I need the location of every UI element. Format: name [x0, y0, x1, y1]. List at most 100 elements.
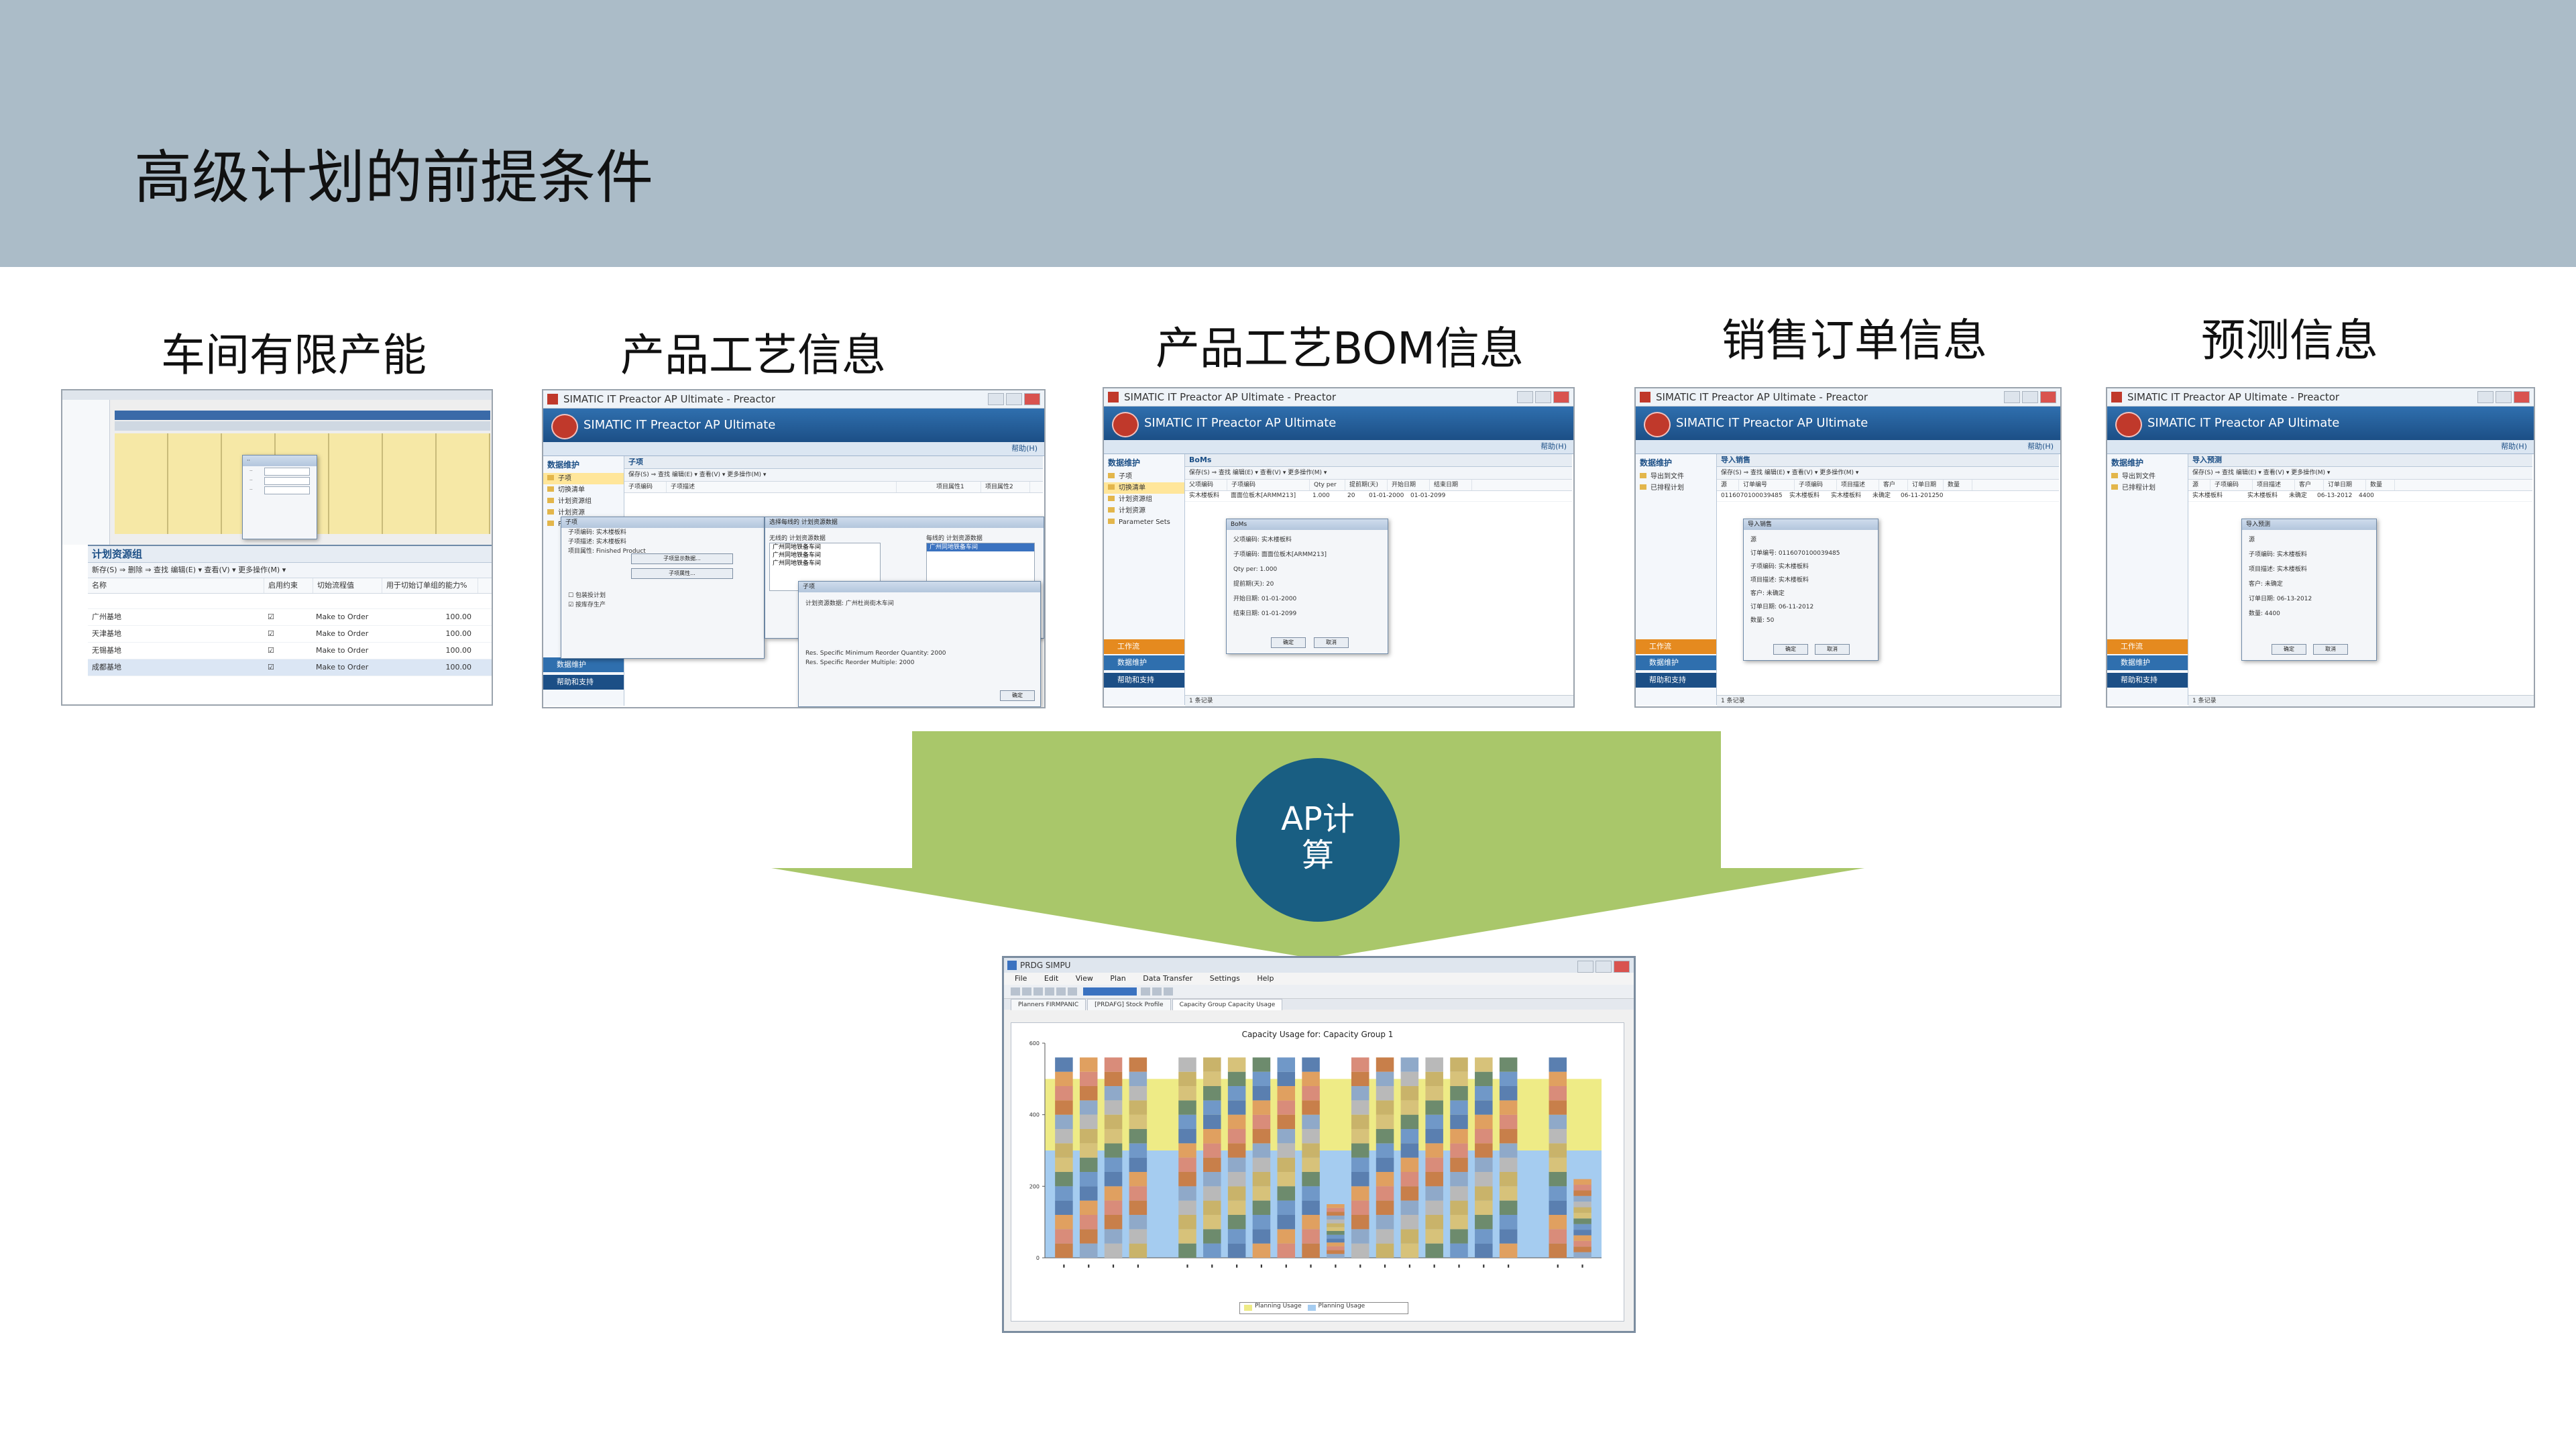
help-link[interactable]: 帮助(H) — [543, 442, 1044, 456]
grid-toolbar[interactable]: 保存(S) ⇒ 查找 编辑(E) ▾ 查看(V) ▾ 更多操作(M) ▾ — [2188, 467, 2532, 480]
checkbox-plan[interactable]: ☐ 包装投计划 — [568, 592, 606, 599]
grid-toolbar[interactable]: 保存(S) ⇒ 查找 编辑(E) ▾ 查看(V) ▾ 更多操作(M) ▾ — [624, 469, 1043, 482]
minimize-icon[interactable] — [2477, 391, 2494, 403]
capacity-bar[interactable] — [1376, 1057, 1394, 1258]
nav-help-support[interactable]: 帮助和支持 — [543, 675, 624, 690]
capacity-bar[interactable] — [1475, 1057, 1493, 1258]
maximize-icon[interactable] — [1595, 961, 1612, 973]
ok-button[interactable]: 确定 — [1000, 690, 1035, 701]
item-properties-button[interactable]: 子项属性... — [631, 568, 733, 579]
nav-help-support[interactable]: 帮助和支持 — [1104, 673, 1184, 688]
redo-icon[interactable] — [1068, 987, 1077, 996]
menu-plan[interactable]: Plan — [1110, 974, 1126, 983]
tab-stock-profile[interactable]: [PRDAFG] Stock Profile — [1087, 999, 1171, 1010]
panel-toolbar[interactable]: 新存(S) ⇒ 删除 ⇒ 查找 编辑(E) ▾ 查看(V) ▾ 更多操作(M) … — [88, 563, 492, 578]
capacity-bar[interactable] — [1499, 1057, 1518, 1258]
maximize-icon[interactable] — [1006, 393, 1022, 405]
nav-help-support[interactable]: 帮助和支持 — [1636, 673, 1716, 688]
plan-selector[interactable] — [1083, 987, 1137, 996]
menu-file[interactable]: File — [1015, 974, 1027, 983]
save-icon[interactable] — [1033, 987, 1043, 996]
checkbox-make-to-stock[interactable]: ☑ 按库存生产 — [568, 602, 606, 608]
bar-segment — [1400, 1129, 1419, 1144]
capacity-bar[interactable] — [1055, 1057, 1073, 1258]
delete-icon[interactable] — [1045, 987, 1054, 996]
help-link[interactable]: 帮助(H) — [1104, 440, 1573, 454]
bar-segment — [1252, 1086, 1271, 1101]
capacity-bar[interactable] — [1450, 1057, 1468, 1258]
maximize-icon[interactable] — [2022, 391, 2038, 403]
ok-button[interactable]: 确定 — [1271, 637, 1306, 648]
capacity-bar[interactable] — [1277, 1057, 1296, 1258]
close-icon[interactable] — [1553, 391, 1569, 403]
nav-data-maintenance[interactable]: 数据维护 — [1636, 655, 1716, 670]
capacity-bar[interactable] — [1327, 1204, 1345, 1258]
menu-edit[interactable]: Edit — [1044, 974, 1059, 983]
tab-planners[interactable]: Planners FIRMPANIC — [1011, 999, 1086, 1010]
capacity-bar[interactable] — [1549, 1057, 1567, 1258]
cancel-button[interactable]: 取消 — [2313, 644, 2348, 655]
cancel-button[interactable]: 取消 — [1815, 644, 1850, 655]
grid-toolbar[interactable]: 保存(S) ⇒ 查找 编辑(E) ▾ 查看(V) ▾ 更多操作(M) ▾ — [1717, 467, 2059, 480]
help-link[interactable]: 帮助(H) — [2107, 440, 2534, 454]
capacity-bar[interactable] — [1573, 1179, 1591, 1258]
nav-item-items[interactable]: 子项 — [543, 473, 624, 484]
capacity-usage-window: PRDG SIMPU File Edit View Plan Data Tran… — [1002, 956, 1636, 1333]
menu-data-transfer[interactable]: Data Transfer — [1143, 974, 1193, 983]
new-icon[interactable] — [1011, 987, 1020, 996]
nav-item-resource-group[interactable]: 计划资源组 — [543, 496, 624, 507]
minimize-icon[interactable] — [2004, 391, 2020, 403]
nav-workflow[interactable]: 工作流 — [1636, 639, 1716, 654]
nav-workflow[interactable]: 工作流 — [1104, 639, 1184, 654]
capacity-bar[interactable] — [1252, 1057, 1271, 1258]
item-display-data-button[interactable]: 子项显示数据... — [631, 553, 733, 564]
capacity-bar[interactable] — [1178, 1057, 1196, 1258]
capacity-bar[interactable] — [1425, 1057, 1443, 1258]
capacity-bar[interactable] — [1400, 1057, 1419, 1258]
capacity-bar[interactable] — [1104, 1057, 1123, 1258]
nav-data-maintenance[interactable]: 数据维护 — [2107, 655, 2188, 670]
close-icon[interactable] — [2514, 391, 2530, 403]
minimize-icon[interactable] — [1577, 961, 1593, 973]
maximize-icon[interactable] — [1535, 391, 1551, 403]
nav-help-support[interactable]: 帮助和支持 — [2107, 673, 2188, 688]
zoom-out-icon[interactable] — [1152, 987, 1162, 996]
zoom-in-icon[interactable] — [1141, 987, 1150, 996]
menu-settings[interactable]: Settings — [1209, 974, 1240, 983]
capacity-bar[interactable] — [1302, 1057, 1320, 1258]
nav-data-maintenance[interactable]: 数据维护 — [1104, 655, 1184, 670]
close-icon[interactable] — [2040, 391, 2056, 403]
capacity-bar[interactable] — [1129, 1057, 1147, 1258]
nav-item-resource[interactable]: 计划资源 — [543, 507, 624, 519]
menu-help[interactable]: Help — [1257, 974, 1274, 983]
undo-icon[interactable] — [1056, 987, 1066, 996]
nav-item-routing[interactable]: 切换清单 — [543, 484, 624, 496]
ok-button[interactable]: 确定 — [1773, 644, 1808, 655]
minimize-icon[interactable] — [988, 393, 1004, 405]
print-icon[interactable] — [1164, 987, 1173, 996]
help-link[interactable]: 帮助(H) — [1636, 440, 2060, 454]
nav-workflow[interactable]: 工作流 — [2107, 639, 2188, 654]
capacity-bar[interactable] — [1203, 1057, 1221, 1258]
nav-data-maintenance[interactable]: 数据维护 — [543, 657, 624, 672]
grid-toolbar[interactable]: 保存(S) ⇒ 查找 编辑(E) ▾ 查看(V) ▾ 更多操作(M) ▾ — [1185, 467, 1572, 480]
ok-button[interactable]: 确定 — [2272, 644, 2306, 655]
capacity-bar[interactable] — [1227, 1057, 1246, 1258]
capacity-bar[interactable] — [1351, 1057, 1369, 1258]
cancel-button[interactable]: 取消 — [1314, 637, 1349, 648]
tab-capacity-usage[interactable]: Capacity Group Capacity Usage — [1172, 999, 1283, 1010]
maximize-icon[interactable] — [2496, 391, 2512, 403]
menu-view[interactable]: View — [1075, 974, 1093, 983]
minimize-icon[interactable] — [1517, 391, 1533, 403]
open-icon[interactable] — [1022, 987, 1031, 996]
close-icon[interactable] — [1024, 393, 1040, 405]
capacity-bar[interactable] — [1079, 1057, 1098, 1258]
close-icon[interactable] — [1614, 961, 1630, 973]
